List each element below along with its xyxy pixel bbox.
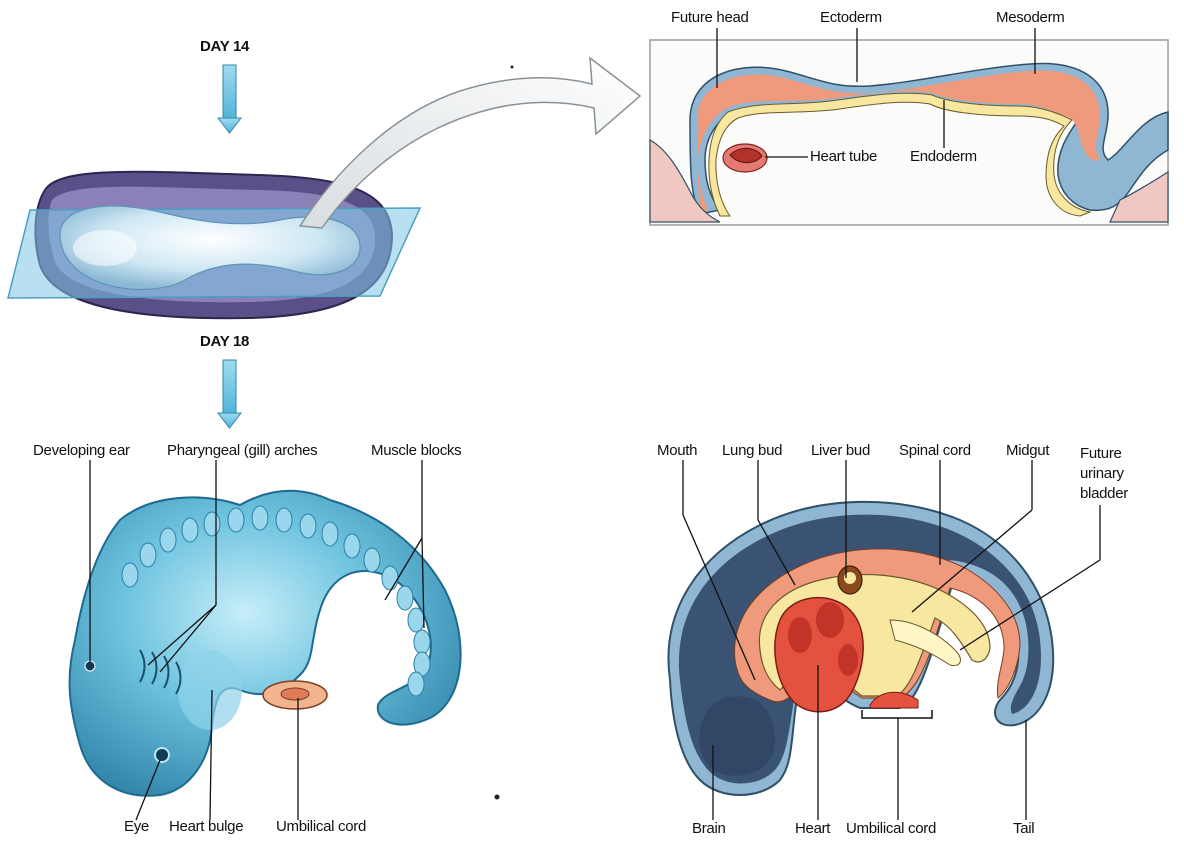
- internal-umbilical-cord-label: Umbilical cord: [846, 820, 936, 838]
- external-embryo: [70, 491, 461, 796]
- liver-bud-label: Liver bud: [811, 442, 870, 460]
- mouth-label: Mouth: [657, 442, 697, 460]
- eye-label: Eye: [124, 818, 149, 836]
- eye-shape: [155, 748, 169, 762]
- ear-shape: [85, 661, 95, 671]
- heart-shape: [775, 598, 863, 712]
- internal-embryo: [668, 502, 1053, 795]
- day14-down-arrow: [218, 65, 241, 133]
- umbilical-cord-stump: [263, 681, 327, 709]
- heart-label: Heart: [795, 820, 830, 838]
- heart-tube-shape: [723, 144, 767, 172]
- muscle-blocks-label: Muscle blocks: [371, 442, 461, 460]
- day18-down-arrow: [218, 360, 241, 428]
- day14-label: DAY 14: [200, 38, 249, 56]
- day14-embryo-disc: [8, 172, 420, 318]
- tail-label: Tail: [1013, 820, 1034, 838]
- cross-section-panel: [650, 40, 1168, 225]
- heart-bulge-shape: [178, 650, 242, 730]
- future-urinary-bladder-label-2: urinary: [1080, 465, 1124, 483]
- ectoderm-label: Ectoderm: [820, 9, 882, 27]
- day18-label: DAY 18: [200, 333, 249, 351]
- lung-bud-label: Lung bud: [722, 442, 782, 460]
- future-head-label: Future head: [671, 9, 749, 27]
- mesoderm-label: Mesoderm: [996, 9, 1064, 27]
- endoderm-label: Endoderm: [910, 148, 977, 166]
- brain-label: Brain: [692, 820, 726, 838]
- external-umbilical-cord-label: Umbilical cord: [276, 818, 366, 836]
- midgut-label: Midgut: [1006, 442, 1049, 460]
- pharyngeal-arches-label: Pharyngeal (gill) arches: [167, 442, 317, 460]
- heart-tube-label: Heart tube: [810, 148, 877, 166]
- future-urinary-bladder-label-3: bladder: [1080, 485, 1128, 503]
- developing-ear-label: Developing ear: [33, 442, 130, 460]
- spinal-cord-label: Spinal cord: [899, 442, 971, 460]
- future-urinary-bladder-label-1: Future: [1080, 445, 1122, 463]
- umbilical-bracket: [862, 710, 932, 718]
- heart-bulge-label: Heart bulge: [169, 818, 243, 836]
